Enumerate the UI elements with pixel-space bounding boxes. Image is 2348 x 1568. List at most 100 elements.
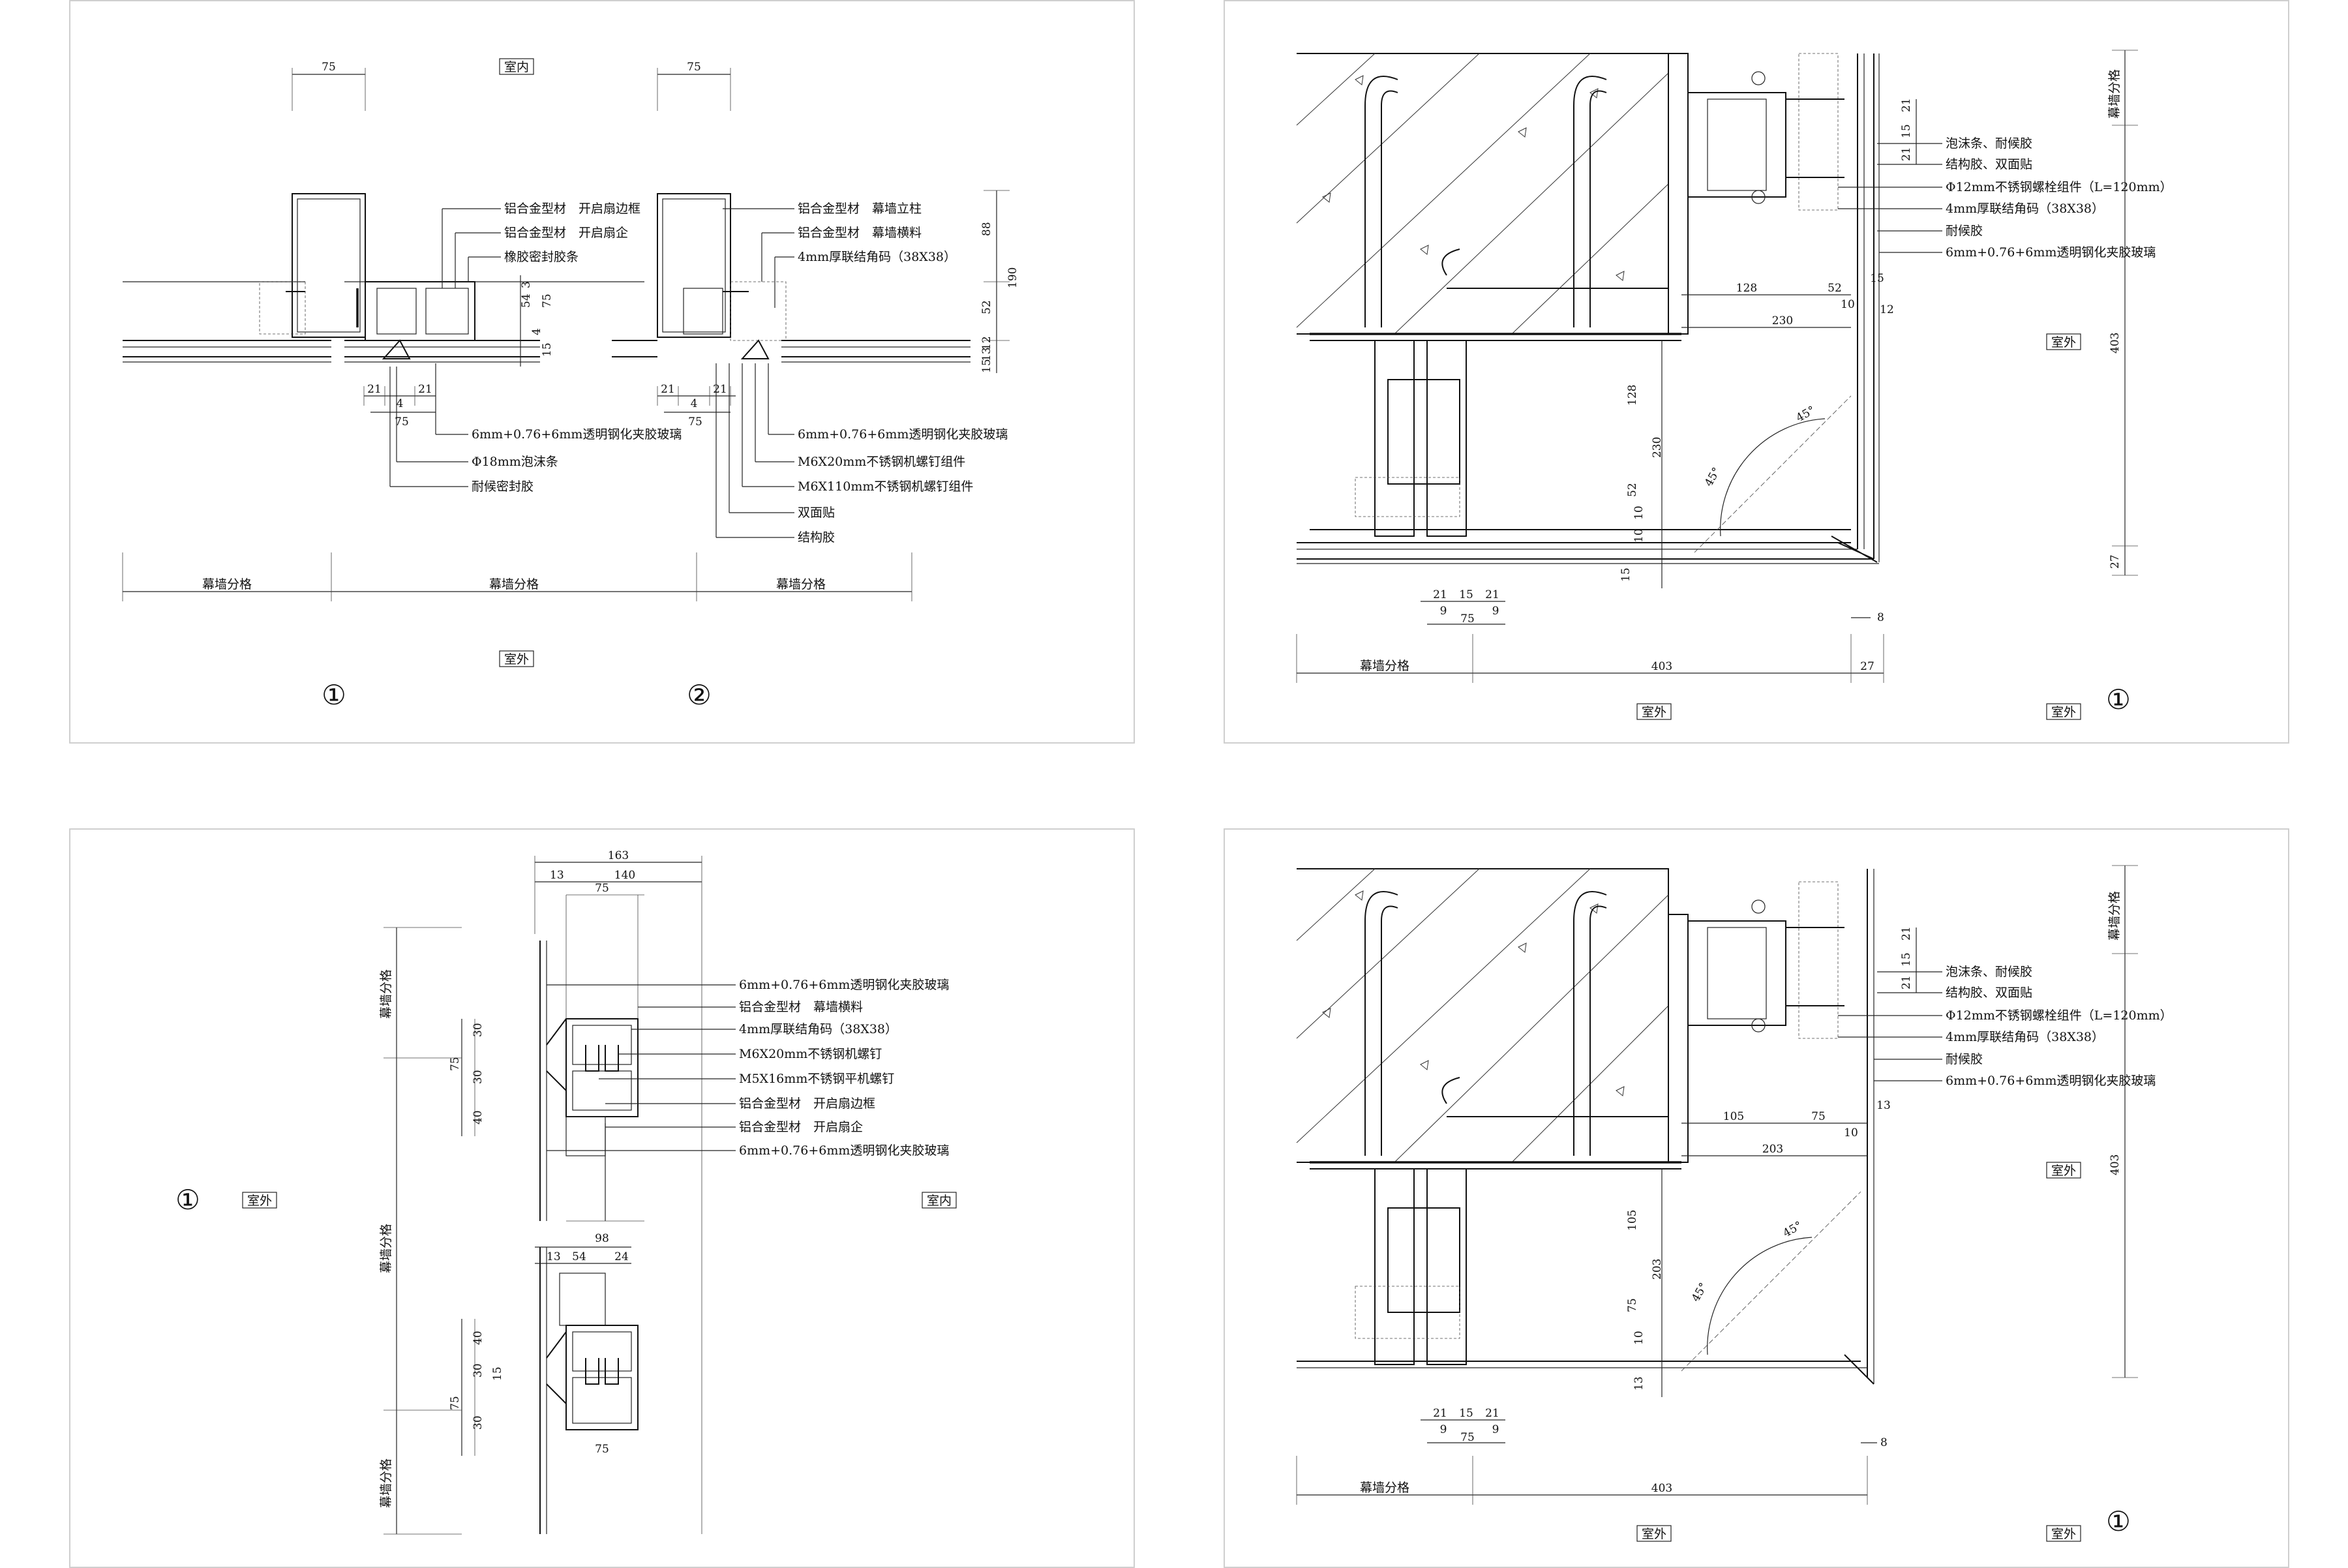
svg-text:75: 75 [1460,1431,1475,1444]
dims-left-upper: 30 75 30 40 [449,1019,485,1136]
svg-text:12: 12 [1880,303,1894,316]
callouts-detail-1: 铝合金型材 开启扇边框 铝合金型材 开启扇企 橡胶密封胶条 [442,202,640,288]
glass-vertical [539,941,606,1534]
grid-dimension: 幕墙分格 403 [1296,1456,1868,1505]
svg-text:橡胶密封胶条: 橡胶密封胶条 [504,250,579,264]
svg-text:203: 203 [1651,1259,1664,1280]
svg-text:9: 9 [1440,605,1447,618]
svg-text:21: 21 [1485,588,1499,601]
svg-text:40: 40 [472,1110,485,1124]
svg-text:54: 54 [572,1250,586,1263]
svg-text:10: 10 [1633,528,1646,543]
svg-text:140: 140 [614,869,635,882]
dims-horizontal-detail-2: 21 4 21 75 [657,383,736,429]
sheet-top-right: 45° 45° 128 52 230 10 15 12 128 230 52 1… [1224,0,2289,744]
svg-text:21: 21 [1433,588,1447,601]
svg-text:幕墙分格: 幕墙分格 [379,969,393,1019]
svg-text:13: 13 [1633,1376,1646,1391]
svg-text:75: 75 [449,1396,462,1410]
svg-text:10: 10 [1841,298,1855,311]
bracket-lower [1355,1168,1467,1365]
svg-text:6mm+0.76+6mm透明钢化夹胶玻璃: 6mm+0.76+6mm透明钢化夹胶玻璃 [472,427,682,442]
svg-text:21: 21 [367,383,382,396]
svg-text:结构胶、双面贴: 结构胶、双面贴 [1946,157,2032,172]
svg-text:15: 15 [1900,952,1913,967]
svg-text:75: 75 [688,415,702,429]
svg-text:230: 230 [1651,437,1664,458]
callouts: 泡沫条、耐候胶 结构胶、双面贴 Φ12mm不锈钢螺栓组件（L=120mm） 4m… [1838,965,2173,1088]
svg-text:9: 9 [1492,605,1499,618]
svg-text:13: 13 [980,347,993,361]
svg-text:6mm+0.76+6mm透明钢化夹胶玻璃: 6mm+0.76+6mm透明钢化夹胶玻璃 [1946,1074,2156,1088]
svg-text:9: 9 [1492,1423,1499,1436]
svg-text:21: 21 [1900,98,1913,112]
svg-text:10: 10 [1633,505,1646,520]
concrete-slab [1296,53,1681,341]
svg-text:4mm厚联结角码（38X38）: 4mm厚联结角码（38X38） [1946,202,2104,216]
svg-text:耐候密封胶: 耐候密封胶 [472,479,534,494]
svg-text:4: 4 [691,397,698,410]
svg-text:75: 75 [541,294,554,308]
svg-text:9: 9 [1440,1423,1447,1436]
dims-bottom: 21 15 21 9 9 75 8 [1421,588,1884,626]
outdoor-label-side: 室外 [2051,335,2076,350]
svg-text:Φ18mm泡沫条: Φ18mm泡沫条 [472,455,558,469]
svg-text:105: 105 [1723,1110,1744,1123]
svg-text:30: 30 [472,1070,485,1084]
svg-text:54: 54 [520,294,533,308]
outdoor-label: 室外 [1642,705,1666,719]
svg-text:24: 24 [614,1250,629,1263]
svg-text:15: 15 [541,342,554,357]
svg-text:15: 15 [1870,272,1884,285]
detail-corner-section-b: 45° 45° 105 75 203 10 13 105 203 75 10 1… [1296,865,2173,1542]
dims-vertical-detail-1: 3 54 75 4 15 [520,275,554,367]
svg-text:幕墙分格: 幕墙分格 [2107,891,2122,941]
glass-panes-right [540,281,971,363]
dims-vertical-detail-2: 88 190 52 12 13 15 [980,190,1019,373]
svg-text:幕墙分格: 幕墙分格 [489,577,539,592]
svg-text:45°: 45° [1702,465,1723,489]
svg-text:Φ12mm不锈钢螺栓组件（L=120mm）: Φ12mm不锈钢螺栓组件（L=120mm） [1946,1008,2173,1023]
sheet-bottom-right: 45° 45° 105 75 203 10 13 105 203 75 10 1… [1224,828,2289,1568]
dims-interior: 105 75 203 10 13 [1681,1099,1891,1156]
dims-right-vertical: 21 15 21 幕墙分格 403 [1900,865,2138,1378]
svg-text:结构胶、双面贴: 结构胶、双面贴 [1946,986,2032,1000]
detail-marker-2: ② [687,679,712,711]
grid-dimension-vertical: 幕墙分格 幕墙分格 幕墙分格 [379,927,462,1535]
svg-text:4mm厚联结角码（38X38）: 4mm厚联结角码（38X38） [739,1022,897,1036]
callouts-detail-2: 铝合金型材 幕墙立柱 铝合金型材 幕墙横料 4mm厚联结角码（38X38） [723,202,956,308]
svg-text:8: 8 [1877,611,1884,624]
concrete-slab [1296,868,1681,1169]
dims-left-vertical: 128 230 52 10 10 15 [1619,340,1664,588]
outdoor-label-2: 室外 [2051,1527,2076,1541]
svg-text:4mm厚联结角码（38X38）: 4mm厚联结角码（38X38） [798,250,956,264]
svg-text:21: 21 [1485,1407,1499,1420]
svg-text:190: 190 [1006,267,1019,288]
svg-text:耐候胶: 耐候胶 [1946,1052,1983,1066]
detail-horizontal-sections: 室内 75 75 [122,58,1019,711]
svg-text:M6X110mm不锈钢机螺钉组件: M6X110mm不锈钢机螺钉组件 [798,479,973,494]
outdoor-label-side: 室外 [2051,1164,2076,1178]
svg-text:双面贴: 双面贴 [798,505,835,520]
svg-text:15: 15 [1459,588,1473,601]
svg-text:163: 163 [608,849,629,862]
svg-text:30: 30 [472,1023,485,1037]
glass-panes-mid [344,281,540,363]
svg-text:铝合金型材 幕墙立柱: 铝合金型材 幕墙立柱 [798,202,922,216]
glass-pane-horizontal [1297,535,1879,564]
svg-text:15: 15 [980,359,993,373]
outdoor-label: 室外 [1642,1527,1666,1541]
svg-text:75: 75 [1460,612,1475,626]
svg-text:10: 10 [1633,1331,1646,1345]
dim-top-2: 75 [657,61,731,111]
svg-text:M6X20mm不锈钢机螺钉组件: M6X20mm不锈钢机螺钉组件 [798,455,965,469]
dim-top-1: 75 [292,61,366,111]
svg-text:幕墙分格: 幕墙分格 [202,577,252,592]
svg-text:13: 13 [550,869,564,882]
svg-text:75: 75 [322,61,336,74]
svg-text:幕墙分格: 幕墙分格 [2107,69,2122,119]
svg-text:75: 75 [449,1057,462,1071]
svg-text:75: 75 [595,1443,609,1456]
mullion-profile-2 [657,193,787,359]
svg-text:75: 75 [395,415,409,429]
